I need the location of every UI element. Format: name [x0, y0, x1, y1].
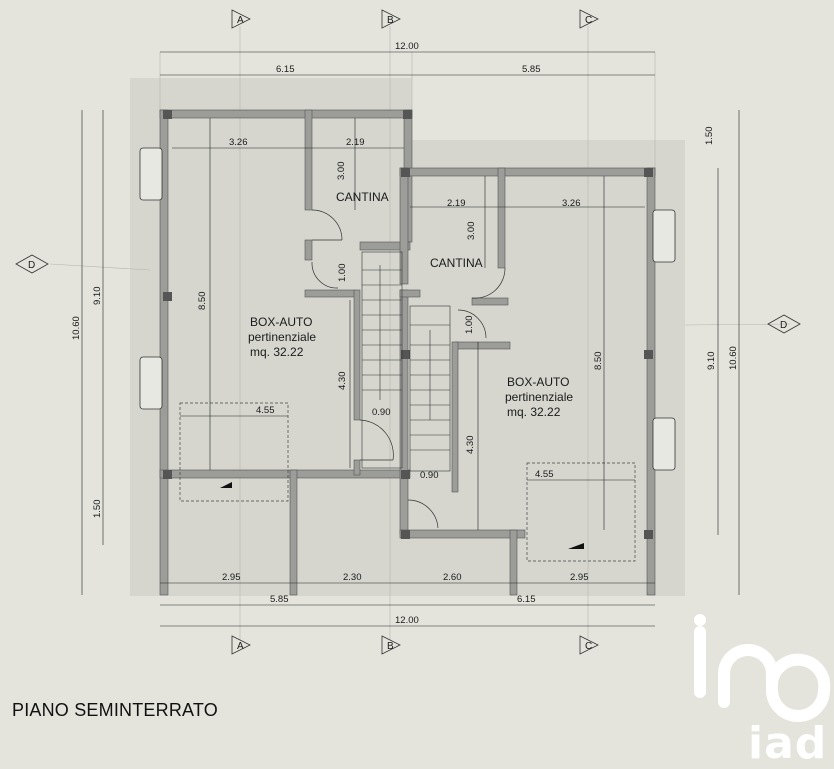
dim-cantina2-w: 2.19	[447, 198, 466, 209]
dim-top-left: 6.15	[276, 64, 295, 75]
stairs-right	[409, 305, 451, 472]
room-box-right-area: mq. 32.22	[507, 405, 561, 419]
dim-box2-stair-h: 4.30	[465, 436, 476, 455]
dim-box1-stair-h: 4.30	[337, 372, 348, 391]
dim-box2-w: 4.55	[535, 469, 554, 480]
doors	[311, 209, 506, 529]
dim-right-outer: 10.60	[728, 346, 739, 370]
dim-box1-door: 0.90	[372, 407, 391, 418]
dim-bottom-total: 12.00	[395, 615, 419, 626]
axis-label-b-top: B	[387, 15, 394, 26]
room-cantina-left: CANTINA	[336, 190, 389, 204]
axis-label-c-top: C	[585, 15, 592, 26]
dim-bottom-seg1: 2.95	[222, 572, 241, 583]
room-cantina-right: CANTINA	[430, 256, 483, 270]
dim-stair1: 1.00	[337, 264, 348, 283]
dim-left-outer: 10.60	[71, 316, 82, 340]
axis-label-b-bottom: B	[387, 641, 394, 652]
dim-cantina1-w2: 2.19	[346, 137, 365, 148]
axis-label-a-bottom: A	[237, 641, 244, 652]
dim-cantina2-h: 3.00	[466, 222, 477, 241]
grid-lines	[49, 26, 791, 640]
dim-top-total: 12.00	[395, 41, 419, 52]
dim-bottom-left: 5.85	[270, 594, 289, 605]
dim-bottom-seg3: 2.60	[443, 572, 462, 583]
dim-box2-door: 0.90	[420, 470, 439, 481]
parking-boxes	[179, 402, 636, 562]
columns	[163, 110, 653, 539]
windows	[139, 147, 676, 471]
dim-bottom-seg4: 2.95	[570, 572, 589, 583]
room-box-left-area: mq. 32.22	[250, 345, 304, 359]
dim-cantina1-h: 3.00	[336, 162, 347, 181]
dim-right-top: 1.50	[704, 127, 715, 146]
dim-bottom-seg2: 2.30	[343, 572, 362, 583]
dim-box1-h: 8.50	[197, 292, 208, 311]
plan-title: PIANO SEMINTERRATO	[12, 700, 218, 720]
room-box-right-sub: pertinenziale	[505, 390, 573, 404]
axis-label-d-left: D	[28, 260, 35, 271]
room-box-left-sub: pertinenziale	[248, 330, 316, 344]
dim-cantina1-w: 3.26	[229, 137, 248, 148]
dim-bottom-right: 6.15	[517, 594, 536, 605]
axis-label-c-bottom: C	[585, 641, 592, 652]
dim-box1-w: 4.55	[256, 405, 275, 416]
ramp-markers	[220, 482, 584, 549]
room-box-left-name: BOX-AUTO	[250, 315, 312, 329]
room-box-right-name: BOX-AUTO	[507, 375, 569, 389]
dim-box2-h: 8.50	[593, 352, 604, 371]
dim-top-right: 5.85	[522, 64, 541, 75]
dim-right-mid: 9.10	[706, 352, 717, 371]
dim-cantina2-w2: 3.26	[562, 198, 581, 209]
axis-markers	[15, 9, 801, 655]
footprint-shade	[130, 78, 685, 596]
iad-logo-icon	[694, 614, 831, 722]
dim-left-mid: 9.10	[92, 287, 103, 306]
dim-left-bottom: 1.50	[92, 500, 103, 519]
stairs-left	[361, 251, 403, 469]
axis-label-d-right: D	[780, 320, 787, 331]
iad-logo-text: iad	[748, 718, 828, 769]
dim-stair2: 1.00	[464, 316, 475, 335]
axis-label-a-top: A	[237, 15, 244, 26]
dimension-lines	[81, 51, 740, 627]
